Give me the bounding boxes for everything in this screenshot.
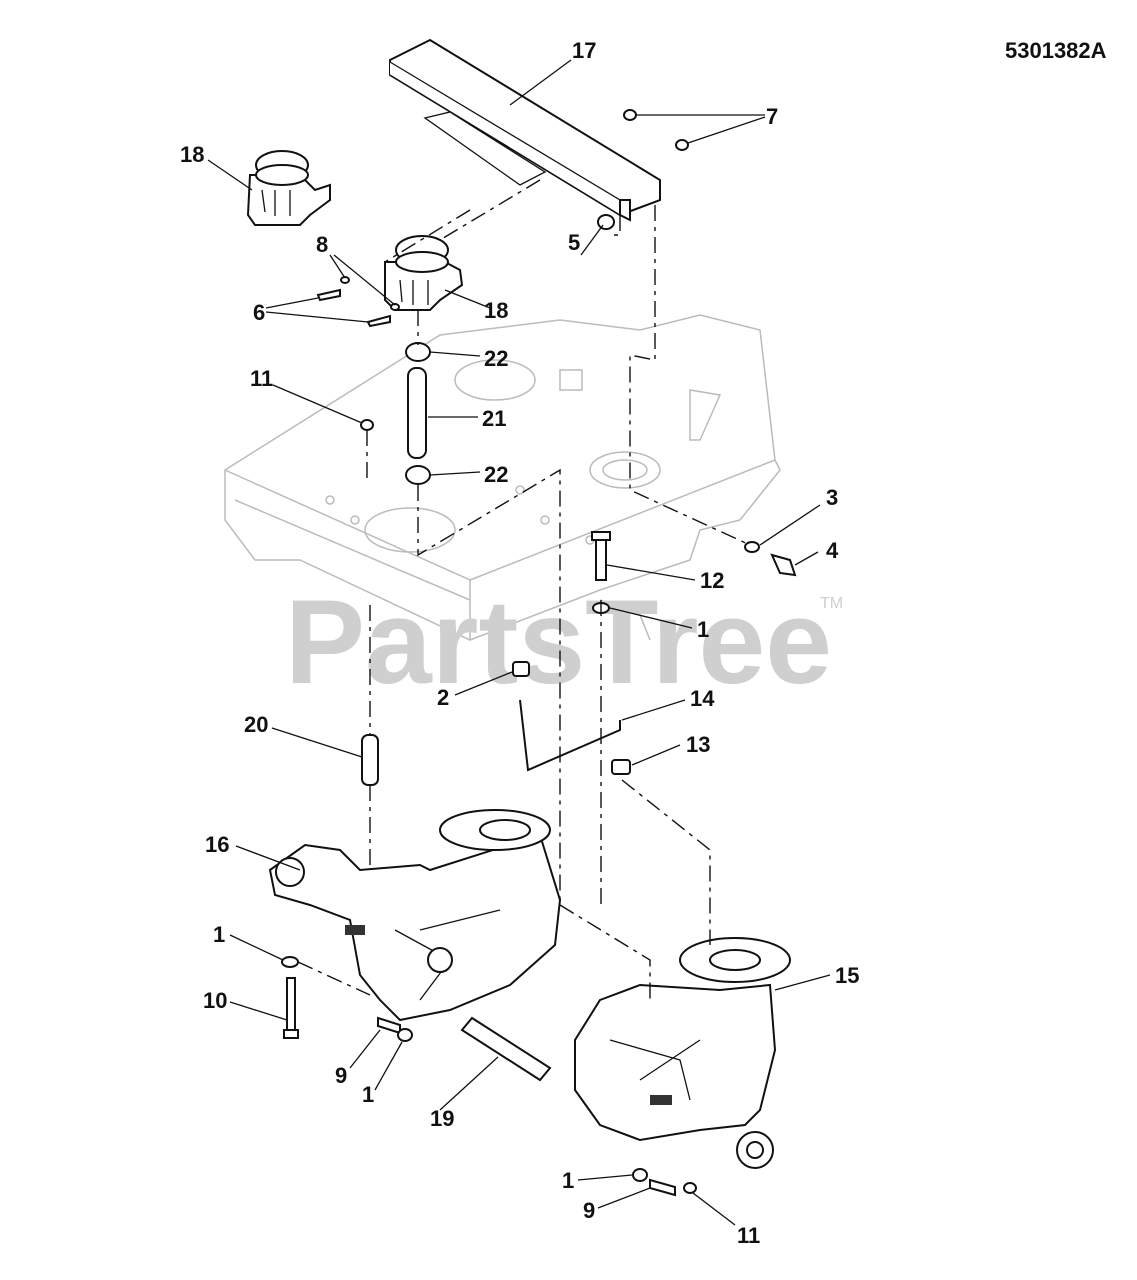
- callouts: 17 7 18 8 5 6 18 22 11 21 22 3 4 12 1 2 …: [180, 38, 859, 1248]
- part-1-washer-bottom: [632, 1168, 648, 1182]
- callout-13: 13: [686, 732, 710, 757]
- callout-21: 21: [482, 406, 506, 431]
- callout-17: 17: [572, 38, 596, 63]
- callout-5: 5: [568, 230, 580, 255]
- callout-2: 2: [437, 685, 449, 710]
- watermark-tm: TM: [820, 595, 843, 612]
- part-1-washer-center: [397, 1028, 413, 1042]
- callout-9-left: 9: [335, 1063, 347, 1088]
- part-10-bolt: [283, 977, 299, 1039]
- part-20-spacer: [361, 734, 379, 786]
- part-18-reservoir-center: [384, 235, 464, 311]
- watermark: PartsTree TM: [285, 575, 843, 709]
- callout-22-lower: 22: [484, 462, 508, 487]
- callout-4: 4: [826, 538, 839, 563]
- callout-18-center: 18: [484, 298, 508, 323]
- part-13-bushing: [611, 759, 631, 775]
- callout-14: 14: [690, 686, 715, 711]
- part-6-screws: [316, 288, 391, 328]
- part-17-cross-bar: [389, 38, 661, 222]
- callout-10: 10: [203, 988, 227, 1013]
- callout-7: 7: [766, 104, 778, 129]
- part-19-shaft: [460, 1016, 552, 1082]
- part-1-washer-left: [281, 956, 299, 968]
- callout-19: 19: [430, 1106, 454, 1131]
- leader-lines: [207, 59, 831, 1226]
- part-11-clip-upper: [360, 419, 374, 431]
- part-18-reservoir-upper-left: [246, 150, 331, 226]
- part-2-bushing: [512, 661, 530, 677]
- callout-3: 3: [826, 485, 838, 510]
- part-5-nut: [597, 214, 615, 230]
- callout-15: 15: [835, 963, 859, 988]
- part-8-screws: [340, 276, 400, 311]
- part-21-hose: [407, 367, 427, 459]
- callout-1-center: 1: [362, 1082, 374, 1107]
- part-4-bolt: [770, 553, 797, 577]
- callout-8: 8: [316, 232, 328, 257]
- chassis-frame: [224, 314, 781, 641]
- callout-1-bottom: 1: [562, 1168, 574, 1193]
- alignment-lines: [297, 179, 751, 1000]
- callout-1-upper: 1: [697, 617, 709, 642]
- watermark-text: PartsTree: [285, 575, 832, 709]
- part-7-nuts: [623, 109, 689, 151]
- part-9-bolt-bottom: [649, 1178, 676, 1197]
- callout-12: 12: [700, 568, 724, 593]
- callout-1-left: 1: [213, 922, 225, 947]
- part-16-left-transaxle: [268, 809, 562, 1022]
- callout-16: 16: [205, 832, 229, 857]
- part-9-bolt-left: [377, 1016, 401, 1035]
- callout-11-lower: 11: [737, 1223, 760, 1248]
- callout-22-upper: 22: [484, 346, 508, 371]
- part-15-right-transaxle: [574, 937, 791, 1169]
- callout-18-upper: 18: [180, 142, 204, 167]
- diagram-number: 5301382A: [1005, 38, 1107, 63]
- callout-9-bottom: 9: [583, 1198, 595, 1223]
- part-14-rod: [519, 699, 621, 772]
- part-11-clip-lower: [683, 1182, 697, 1194]
- callout-11-upper: 11: [250, 366, 273, 391]
- part-22-clamp-upper: [405, 342, 431, 362]
- part-12-bolt: [591, 531, 611, 581]
- callout-20: 20: [244, 712, 268, 737]
- part-3-washer: [744, 541, 760, 553]
- callout-6: 6: [253, 300, 265, 325]
- part-22-clamp-lower: [405, 465, 431, 485]
